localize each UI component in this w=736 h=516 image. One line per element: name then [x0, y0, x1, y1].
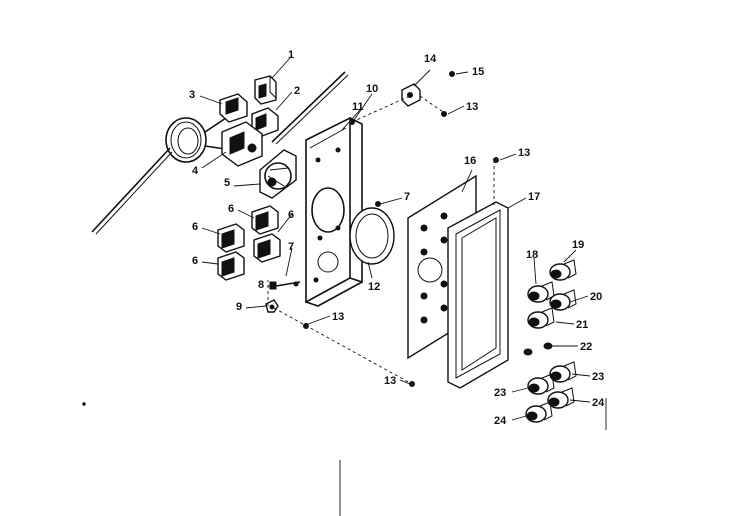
callout-12: 12 [368, 281, 380, 293]
callout-6a: 6 [228, 203, 234, 215]
callout-3: 3 [189, 89, 195, 101]
part-11-control-bracket [305, 116, 363, 307]
part-17-frame [447, 201, 509, 389]
switch-6-left-upper [217, 223, 245, 253]
screw-15 [449, 71, 455, 77]
switch-6-top [251, 205, 279, 235]
callout-5: 5 [224, 177, 230, 189]
screw-7-upper [375, 201, 381, 207]
part-4-thermostat [221, 121, 263, 167]
part-1-relay [254, 75, 277, 105]
knob-23-right [549, 361, 577, 383]
callout-18: 18 [526, 249, 538, 261]
callout-13a: 13 [466, 101, 478, 113]
callout-15: 15 [472, 66, 484, 78]
part-9-clip [265, 299, 279, 313]
screw-7-lower [293, 281, 299, 287]
callout-labels: 1 2 3 4 5 6 6 6 6 7 8 9 10 11 7 12 14 15… [189, 49, 605, 427]
assembly-lines [267, 95, 495, 385]
callout-7a: 7 [404, 191, 410, 203]
knob-24-right [547, 387, 575, 409]
switch-6-left-lower [217, 251, 245, 281]
callout-6b: 6 [288, 209, 294, 221]
callout-9: 9 [236, 301, 242, 313]
callout-13c: 13 [332, 311, 344, 323]
part-14-bracket [401, 83, 421, 107]
leader-lines [199, 57, 591, 421]
callout-7b: 7 [288, 241, 294, 253]
callout-13d: 13 [384, 375, 396, 387]
knob-22-stems [523, 342, 553, 356]
callout-24b: 24 [592, 397, 605, 409]
callout-8: 8 [258, 279, 264, 291]
screw-13-upper-right [493, 157, 499, 163]
callout-20: 20 [590, 291, 602, 303]
part-6-switches [217, 205, 281, 281]
knob-23-left [527, 373, 555, 395]
callout-22: 22 [580, 341, 592, 353]
screw-13-top [441, 111, 447, 117]
callout-21: 21 [576, 319, 588, 331]
knob-18 [527, 281, 555, 303]
callout-10: 10 [366, 83, 378, 95]
knob-21 [527, 307, 555, 329]
callout-14: 14 [424, 53, 437, 65]
callout-19: 19 [572, 239, 584, 251]
callout-6c: 6 [192, 221, 198, 233]
callout-2: 2 [294, 85, 300, 97]
callout-23b: 23 [592, 371, 604, 383]
sensor-probe-capillary [91, 71, 349, 235]
callout-17: 17 [528, 191, 540, 203]
knobs [523, 259, 577, 423]
callout-11: 11 [352, 101, 364, 113]
knob-20 [549, 289, 577, 311]
part-5-timer [259, 149, 297, 199]
switch-6-right [253, 233, 281, 263]
scan-marks [82, 398, 607, 516]
callout-13b: 13 [518, 147, 530, 159]
callout-24a: 24 [494, 415, 507, 427]
callout-6d: 6 [192, 255, 198, 267]
callout-1: 1 [288, 49, 294, 61]
part-2-switch [251, 107, 279, 137]
part-3-relay [219, 93, 248, 123]
knob-19 [549, 259, 577, 281]
callout-16: 16 [464, 155, 476, 167]
knob-24-left [525, 401, 553, 423]
callout-23a: 23 [494, 387, 506, 399]
part-12-ring [349, 207, 395, 265]
callout-4: 4 [192, 165, 199, 177]
